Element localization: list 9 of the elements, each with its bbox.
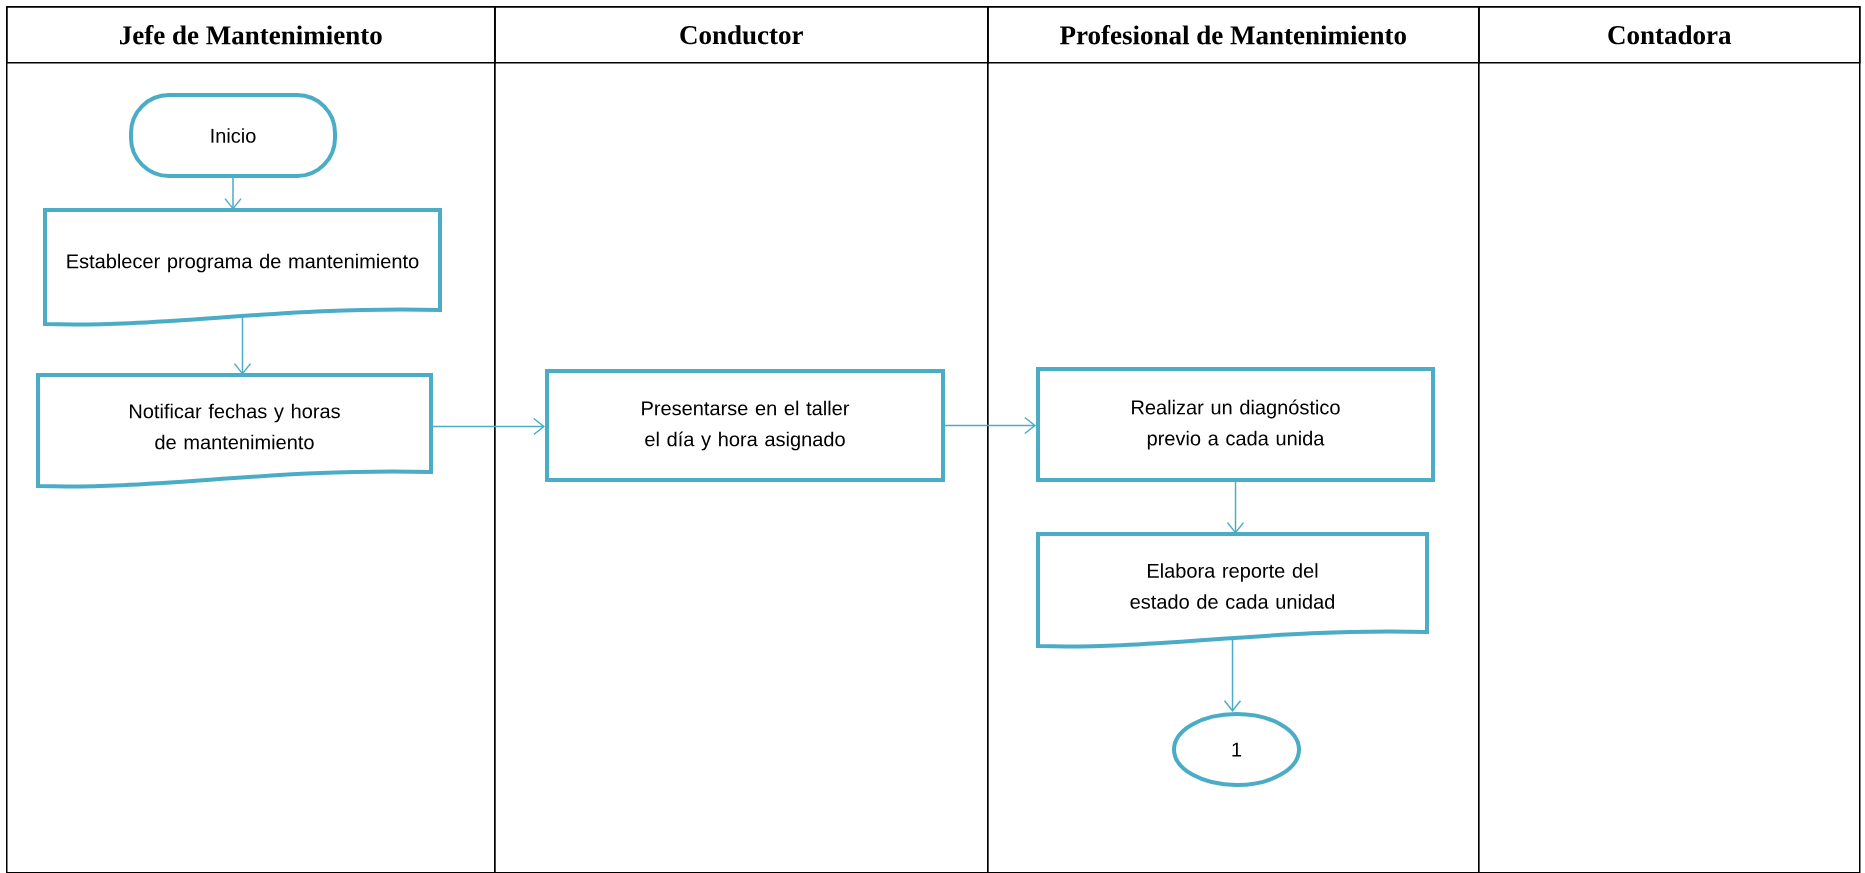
- arrow: [944, 416, 1036, 435]
- process-box: Realizar un diagnóstico previo a cada unida: [1036, 367, 1435, 482]
- process-box: Presentarse en el taller el día y hora asignado: [545, 369, 945, 482]
- arrow: [1226, 481, 1245, 534]
- arrow: [1223, 637, 1242, 712]
- arrow: [233, 315, 252, 375]
- arrow: [430, 417, 545, 436]
- arrow: [224, 177, 242, 210]
- swimlane: Contadora: [1478, 6, 1861, 873]
